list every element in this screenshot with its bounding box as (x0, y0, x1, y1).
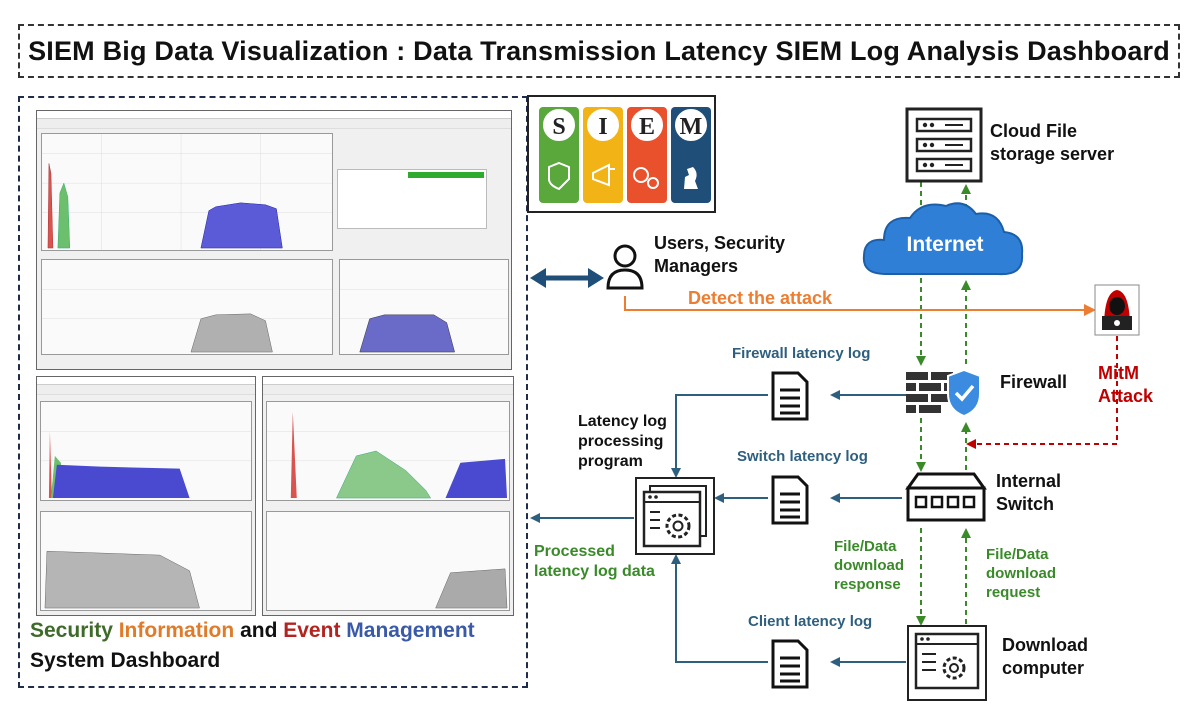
download-response-label: File/Data download response (834, 538, 904, 593)
dashboard-screenshot-left (36, 376, 256, 616)
client-log-label: Client latency log (748, 613, 873, 630)
gray-histogram-plot (41, 259, 333, 355)
download-request-label: File/Data download request (986, 546, 1056, 601)
multi-series-histogram-plot (266, 401, 510, 501)
switch-log-document-icon (770, 474, 810, 526)
caption-management: Management (346, 619, 475, 642)
download-computer-label: Download computer (1002, 635, 1088, 678)
dashboard-screenshot-main (36, 110, 512, 370)
user-icon (604, 242, 646, 292)
processor-label: Latency log processing program (578, 413, 667, 470)
title-box: SIEM Big Data Visualization : Data Trans… (18, 24, 1180, 78)
switch-label: Internal Switch (996, 471, 1062, 514)
server-icon (905, 107, 983, 183)
processor-program-icon (634, 476, 716, 556)
client-log-document-icon (770, 638, 810, 690)
client-log-to-processor-arrow (671, 554, 768, 663)
caption-event: Event (283, 619, 341, 642)
processed-data-label: Processed latency log data (534, 543, 655, 580)
siem-letter-e-card: E (627, 107, 667, 203)
mitm-attack-arrow (966, 336, 1118, 449)
caption-security: Security (30, 619, 113, 642)
internet-label: Internet (906, 233, 984, 256)
caption-and: and (240, 619, 278, 642)
latency-histogram-plot (41, 133, 333, 251)
firewall-log-document-icon (770, 370, 810, 422)
caption-information: Information (118, 619, 235, 642)
blue-histogram-plot (339, 259, 509, 355)
siem-letter-m-card: M (671, 107, 711, 203)
stacked-histogram-plot (40, 401, 252, 501)
caption-line2: System Dashboard (30, 649, 221, 672)
firewall-log-label: Firewall latency log (732, 345, 871, 362)
siem-letter-s-card: S (539, 107, 579, 203)
download-computer-icon (906, 624, 988, 702)
firewall-icon (904, 366, 984, 418)
siem-logo: S I E M (527, 95, 716, 213)
users-label: Users, Security Managers (654, 233, 786, 276)
dashboard-screenshot-right (262, 376, 514, 616)
switch-icon (904, 470, 988, 530)
siem-letter-i: I (598, 114, 607, 140)
gray-rise-plot (266, 511, 510, 611)
mitm-attack-label: MitM Attack (1098, 363, 1154, 406)
stats-table (337, 169, 487, 229)
hacker-icon (1094, 284, 1140, 336)
page-title: SIEM Big Data Visualization : Data Trans… (28, 35, 1170, 66)
cloud-storage-label: Cloud File storage server (990, 121, 1115, 164)
siem-letter-s: S (552, 114, 565, 140)
switch-log-label: Switch latency log (737, 448, 868, 465)
dashboard-users-double-arrow (530, 268, 604, 288)
internet-cloud-icon (858, 196, 1028, 288)
firewall-label: Firewall (1000, 372, 1068, 392)
gray-decay-plot (40, 511, 252, 611)
dashboard-caption: Security Information and Event Managemen… (30, 616, 475, 676)
siem-letter-e: E (639, 114, 655, 140)
dashboard-panel (18, 96, 528, 688)
siem-letter-i-card: I (583, 107, 623, 203)
detect-attack-arrow (624, 296, 1096, 316)
siem-letter-m: M (680, 114, 703, 140)
firewall-log-to-processor-arrow (671, 394, 768, 478)
detect-attack-label: Detect the attack (688, 288, 833, 308)
